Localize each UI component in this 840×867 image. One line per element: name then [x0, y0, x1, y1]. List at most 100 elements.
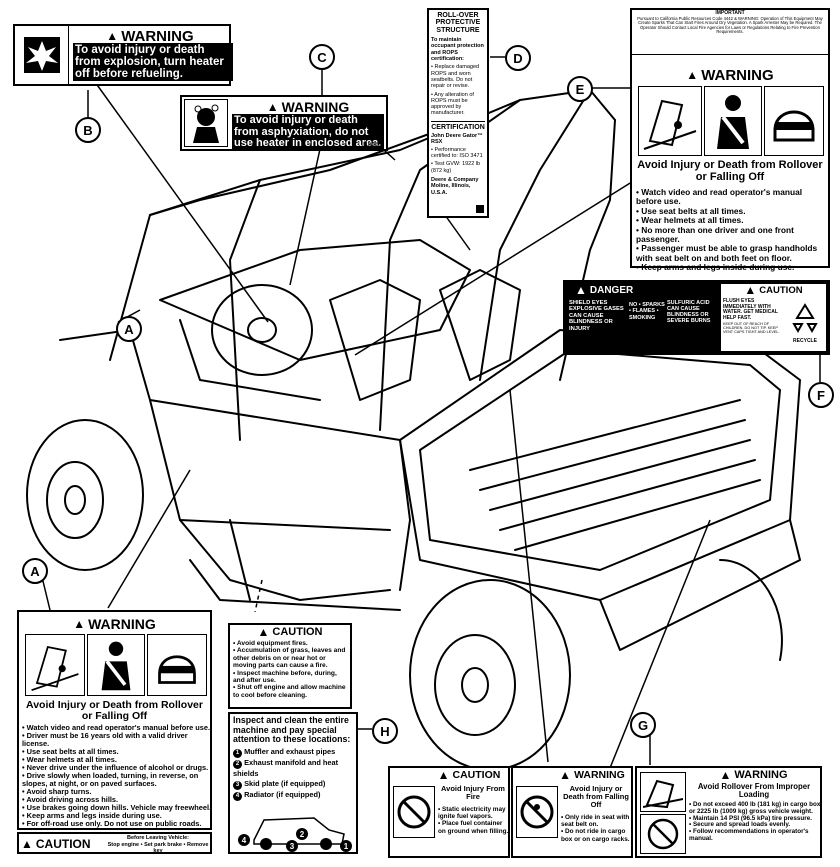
label-a-bullet: • For off-road use only. Do not use on p… [22, 818, 202, 828]
label-h-caution-bullets: • Avoid equipment fires. • Accumulation … [230, 639, 350, 700]
label-d-title: ROLL-OVER PROTECTIVE STRUCTURE [435, 12, 481, 34]
label-g-fire-bullet: • Place fuel container on ground when fi… [438, 820, 509, 835]
callout-d: D [505, 45, 531, 71]
label-e-bullet: • Passenger must be able to grasp handho… [636, 243, 818, 263]
label-c-header: ▲WARNING [266, 99, 350, 115]
label-h-caution-bullet: • Inspect machine before, during, and af… [233, 669, 337, 684]
callout-a-top: A [116, 316, 142, 342]
label-d-cert-bullet: • Performance certified to: ISO 3471 [431, 146, 483, 160]
no-fuel-in-vehicle-icon [393, 786, 435, 838]
label-g-loading-bullet: • Follow recommendations in operator's m… [689, 828, 809, 842]
label-a-bullet: • Drive slowly when loaded, turning, in … [22, 770, 199, 788]
label-g-loading-bullet: • Secure and spread loads evenly. [689, 821, 791, 829]
label-d-bullet: • Any alteration of ROPS must be approve… [431, 91, 474, 117]
label-c-text: To avoid injury or death from asphyxiati… [232, 114, 384, 151]
label-g-falling-subtitle: Avoid Injury or Death from Falling Off [563, 784, 629, 809]
label-h-inspect-title: Inspect and clean the entire machine and… [233, 715, 351, 744]
label-g-fire-bullets: • Static electricity may ignite fuel vap… [438, 806, 510, 835]
helmet-icon [147, 634, 207, 696]
svg-text:4: 4 [242, 836, 247, 845]
label-e-important: IMPORTANT Pursuant to California Public … [637, 10, 823, 35]
label-g-loading-header: ▲WARNING [719, 768, 788, 782]
label-h-inspect: Inspect and clean the entire machine and… [228, 712, 358, 854]
label-a-bullet: • Use brakes going down hills. Vehicle m… [22, 802, 212, 812]
no-cargo-rider-icon [516, 786, 558, 838]
label-a-caution-header: ▲CAUTION [21, 837, 91, 851]
label-b-header: ▲WARNING [106, 27, 194, 45]
label-f-danger-right: SULFURIC ACID CAN CAUSE BLINDNESS OR SEV… [667, 300, 711, 325]
vehicle-locations-icon: 4 2 3 1 [238, 817, 352, 852]
label-d-cert-bullet: • Test GVW: 1922 lb (872 kg) [431, 161, 481, 174]
label-a-bullet: • Keep arms and legs inside during use. [22, 810, 162, 820]
deere-logo-icon [476, 205, 484, 213]
callout-h: H [372, 718, 398, 744]
rollover-icon [638, 86, 702, 156]
callout-b: B [75, 117, 101, 143]
label-a-warning: ▲WARNING Avoid Injury or Death from Roll… [17, 610, 212, 830]
label-g-falling-header: ▲WARNING [559, 768, 625, 782]
label-h-caution-bullet: • Shut off engine and allow machine to c… [233, 684, 346, 699]
label-h-caution-bullet: • Avoid equipment fires. [233, 640, 308, 647]
warning-triangle-icon: ▲ [719, 768, 732, 782]
label-e-subtitle: Avoid Injury or Death from Rollover or F… [637, 159, 823, 183]
label-f-caution-text: FLUSH EYES IMMEDIATELY WITH WATER. GET M… [723, 298, 778, 321]
warning-triangle-icon: ▲ [257, 625, 270, 639]
label-h-inspect-list: 1 Muffler and exhaust pipes 2 Exhaust ma… [230, 747, 356, 801]
callout-e: E [567, 76, 593, 102]
warning-triangle-icon: ▲ [437, 768, 450, 782]
label-a-bullet: • Avoid driving across hills. [22, 794, 119, 804]
label-h-caution: ▲CAUTION • Avoid equipment fires. • Accu… [228, 623, 352, 709]
label-h-caution-header: ▲CAUTION [257, 625, 323, 639]
label-h-inspect-item: 4 Radiator (if equipped) [233, 790, 353, 801]
label-f-battery: ▲DANGER SHIELD EYES EXPLOSIVE GASES CAN … [563, 280, 830, 355]
callout-c: C [309, 44, 335, 70]
label-b-part: M187159 [206, 77, 227, 83]
label-d-intro: To maintain occupant protection and ROPS… [431, 37, 484, 62]
label-g-fire-bullet: • Static electricity may ignite fuel vap… [438, 806, 506, 821]
warning-triangle-icon: ▲ [21, 837, 33, 851]
label-h-inspect-item: 1 Muffler and exhaust pipes [233, 747, 353, 758]
label-a-bullet: • Avoid sharp turns. [22, 786, 92, 796]
label-g-loading: ▲WARNING Avoid Rollover From Improper Lo… [635, 766, 822, 858]
label-h-inspect-item: 2 Exhaust manifold and heat shields [233, 757, 339, 778]
warning-triangle-icon: ▲ [559, 768, 572, 782]
label-a-caution-strip: ▲CAUTION Before Leaving Vehicle: Stop en… [17, 832, 212, 854]
label-d-bullet: • Replace damaged ROPS and worn seatbelt… [431, 64, 480, 90]
warning-triangle-icon: ▲ [73, 617, 86, 631]
helmet-icon [764, 86, 824, 156]
warning-triangle-icon: ▲ [686, 68, 699, 82]
label-f-danger-left: SHIELD EYES EXPLOSIVE GASES CAN CAUSE BL… [569, 300, 624, 332]
label-g-fire-subtitle: Avoid Injury From Fire [441, 784, 505, 801]
label-g-loading-subtitle: Avoid Rollover From Improper Loading [697, 782, 811, 800]
label-a-bullet: • Use seat belts at all times. [22, 746, 119, 756]
seatbelt-icon [87, 634, 145, 696]
label-a-header: ▲WARNING [73, 616, 156, 632]
label-c-warning: ▲WARNING To avoid injury or death from a… [180, 95, 388, 151]
label-g-falling-bullet: • Only ride in seat with seat belt on. [561, 814, 630, 829]
warning-triangle-icon: ▲ [744, 283, 757, 297]
label-a-subtitle: Avoid Injury or Death from Rollover or F… [26, 699, 203, 723]
label-g-falling-bullets: • Only ride in seat with seat belt on. •… [561, 814, 633, 843]
label-g-loading-bullets: • Do not exceed 400 lb (181 kg) in cargo… [689, 801, 821, 843]
rollover-icon [25, 634, 85, 696]
label-e-header: ▲WARNING [686, 66, 774, 84]
label-a-bullets: • Watch video and read operator's manual… [22, 724, 212, 828]
label-g-loading-bullet: • Maintain 14 PSI (96.5 kPa) tire pressu… [689, 814, 812, 822]
label-a-bullet: • Driver must be 16 years old with a val… [22, 730, 188, 748]
label-e-bullet: • Keep arms and legs inside during use. [636, 262, 795, 273]
label-e-bullet: • Watch video and read operator's manual… [636, 187, 803, 207]
label-f-danger-mid: NO • SPARKS • FLAMES • SMOKING [629, 302, 665, 321]
label-f-danger: ▲DANGER SHIELD EYES EXPLOSIVE GASES CAN … [567, 283, 717, 351]
label-d-cert-model: John Deere Gator™ RSX [431, 132, 483, 145]
label-a-before-leaving: Before Leaving Vehicle: Stop engine • Se… [107, 835, 209, 855]
load-spread-icon [640, 814, 686, 854]
label-g-loading-bullet: • Do not exceed 400 lb (181 kg) in cargo… [689, 801, 821, 815]
label-e-bullet: • Use seat belts at all times. [636, 205, 746, 216]
svg-text:2: 2 [300, 830, 305, 839]
label-f-caution-small: KEEP OUT OF REACH OF CHILDREN. DO NOT TI… [723, 322, 780, 335]
label-g-falling: ▲WARNING Avoid Injury or Death from Fall… [511, 766, 633, 858]
warning-triangle-icon: ▲ [575, 283, 587, 297]
label-a-bullet: • Watch video and read operator's manual… [22, 723, 211, 732]
warning-triangle-icon: ▲ [106, 29, 119, 43]
